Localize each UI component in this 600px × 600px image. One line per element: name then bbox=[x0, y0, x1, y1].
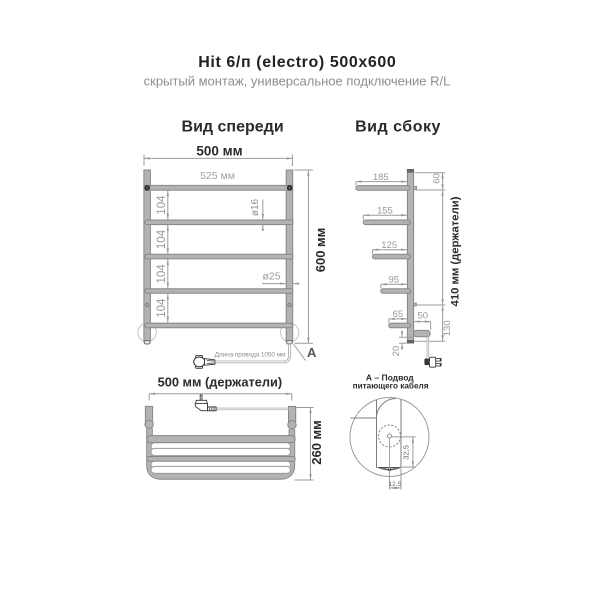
svg-text:95: 95 bbox=[389, 275, 400, 286]
svg-text:20: 20 bbox=[391, 346, 402, 357]
svg-text:130: 130 bbox=[442, 320, 453, 336]
svg-text:185: 185 bbox=[373, 172, 389, 183]
svg-text:104: 104 bbox=[156, 298, 168, 318]
svg-text:500 мм (держатели): 500 мм (держатели) bbox=[158, 375, 283, 390]
svg-text:50: 50 bbox=[418, 311, 429, 322]
svg-text:525 мм: 525 мм bbox=[200, 170, 235, 182]
svg-text:A: A bbox=[307, 345, 317, 360]
svg-text:Длина провода 1050 мм: Длина провода 1050 мм bbox=[215, 351, 286, 358]
svg-text:65: 65 bbox=[393, 309, 404, 320]
svg-text:Вид спереди: Вид спереди bbox=[182, 119, 284, 136]
svg-text:260 мм: 260 мм bbox=[309, 420, 324, 465]
svg-text:ø16: ø16 bbox=[250, 198, 261, 216]
svg-text:А – Подвод: А – Подвод bbox=[366, 373, 414, 383]
svg-text:скрытый монтаж, универсальное: скрытый монтаж, универсальное подключени… bbox=[144, 74, 451, 89]
svg-text:Hit 6/п (electro) 500x600: Hit 6/п (electro) 500x600 bbox=[198, 54, 396, 71]
svg-text:104: 104 bbox=[156, 264, 168, 284]
svg-text:питающего кабеля: питающего кабеля bbox=[353, 381, 429, 391]
svg-text:155: 155 bbox=[377, 205, 393, 216]
svg-text:125: 125 bbox=[381, 240, 397, 251]
svg-text:12,5: 12,5 bbox=[389, 481, 402, 488]
svg-text:Вид сбоку: Вид сбоку bbox=[355, 119, 441, 136]
svg-text:500 мм: 500 мм bbox=[196, 144, 242, 159]
svg-text:32,5: 32,5 bbox=[401, 445, 410, 460]
svg-text:600 мм: 600 мм bbox=[313, 228, 328, 273]
svg-text:410 мм (держатели): 410 мм (держатели) bbox=[450, 196, 462, 306]
svg-text:104: 104 bbox=[156, 195, 168, 215]
svg-text:104: 104 bbox=[156, 229, 168, 249]
svg-text:60: 60 bbox=[431, 173, 442, 184]
svg-text:ø25: ø25 bbox=[262, 270, 280, 282]
